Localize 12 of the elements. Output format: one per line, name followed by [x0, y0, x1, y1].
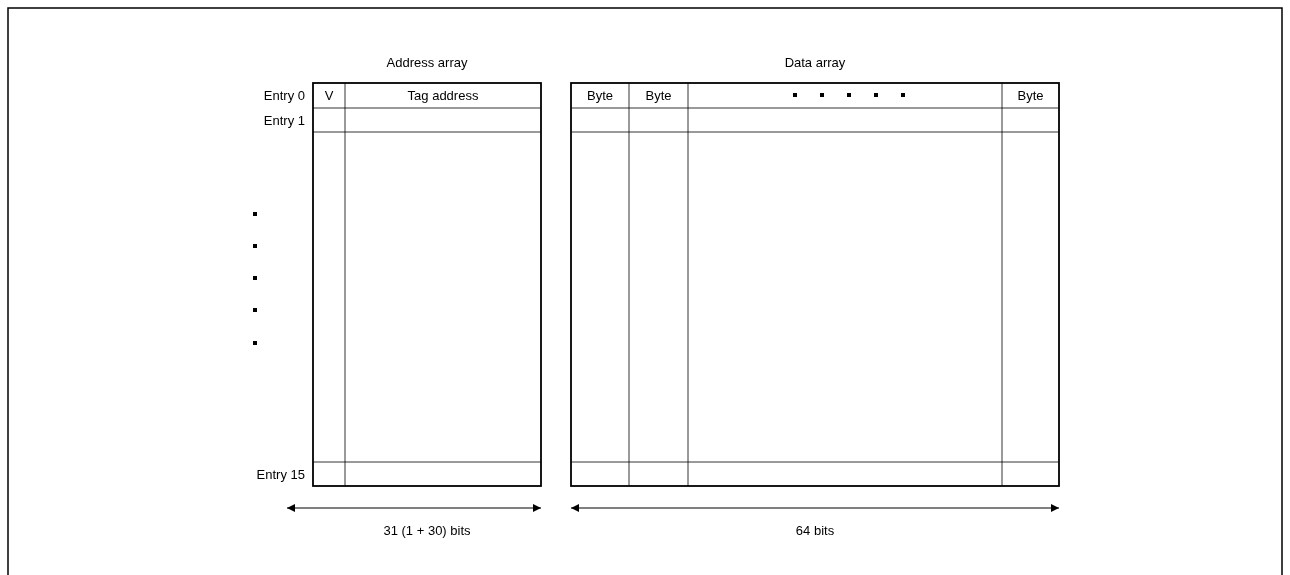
column-header: V [324, 88, 334, 103]
row-label: Entry 0 [263, 87, 305, 103]
column-header: Byte [645, 88, 672, 103]
row-label: Entry 15 [256, 466, 305, 482]
column-header: Byte [1017, 88, 1044, 103]
dimension-label: 31 (1 + 30) bits [383, 522, 471, 538]
column-header: Byte [587, 88, 613, 103]
table-title: Data array [784, 54, 846, 70]
column-header: Tag address [407, 88, 479, 103]
table-title: Address array [386, 54, 468, 70]
row-label: Entry 1 [263, 112, 305, 128]
dimension-label: 64 bits [795, 522, 835, 538]
